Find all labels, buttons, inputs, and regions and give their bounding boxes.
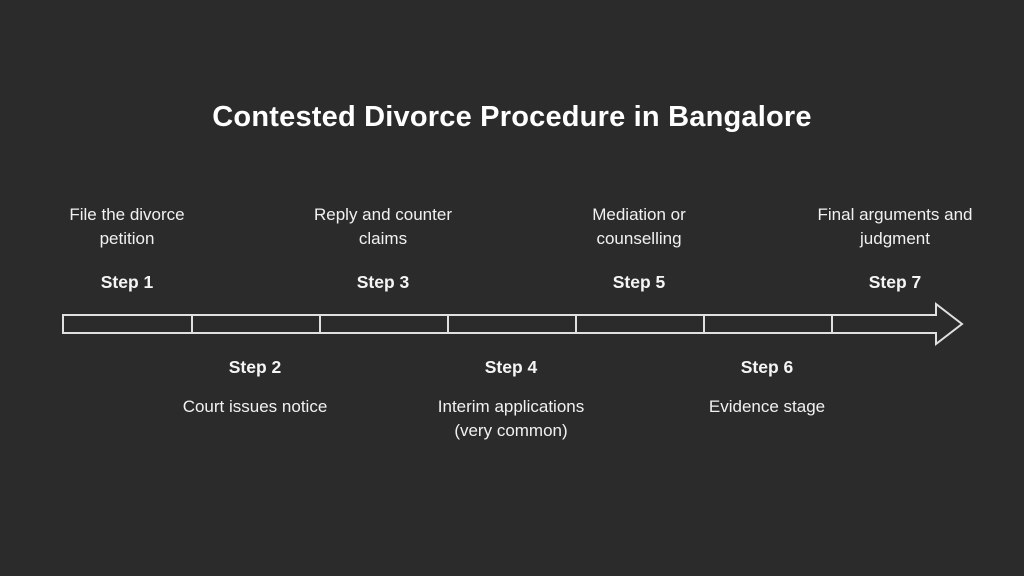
timeline-segment-dividers — [191, 315, 833, 333]
step-label: Step 6 — [740, 357, 794, 377]
step-label: Step 7 — [868, 272, 922, 292]
step-label: Step 2 — [228, 357, 282, 377]
timeline-step-4: Step 4 Interim applications (very common… — [421, 356, 601, 443]
step-label: Step 5 — [612, 272, 666, 292]
step-description: Court issues notice — [182, 397, 328, 416]
timeline-step-6: Step 6 Evidence stage — [662, 356, 872, 419]
step-description: Mediation or counselling — [592, 205, 686, 248]
step-description: Interim applications (very common) — [437, 397, 585, 440]
page-title: Contested Divorce Procedure in Bangalore — [212, 101, 812, 133]
step-description: Reply and counter claims — [314, 205, 452, 248]
step-description: File the divorce petition — [69, 205, 185, 248]
timeline-arrow-outline — [62, 301, 964, 347]
step-label: Step 1 — [100, 272, 154, 292]
timeline-step-2: Step 2 Court issues notice — [150, 356, 360, 419]
step-description: Final arguments and judgment — [817, 205, 973, 248]
step-label: Step 4 — [484, 357, 538, 377]
step-description: Evidence stage — [708, 397, 826, 416]
step-label: Step 3 — [356, 272, 410, 292]
timeline-step-7: Final arguments and judgment Step 7 — [803, 203, 988, 293]
timeline-step-3: Reply and counter claims Step 3 — [301, 203, 466, 293]
timeline-step-1: File the divorce petition Step 1 — [52, 203, 202, 293]
timeline-step-5: Mediation or counselling Step 5 — [557, 203, 722, 293]
